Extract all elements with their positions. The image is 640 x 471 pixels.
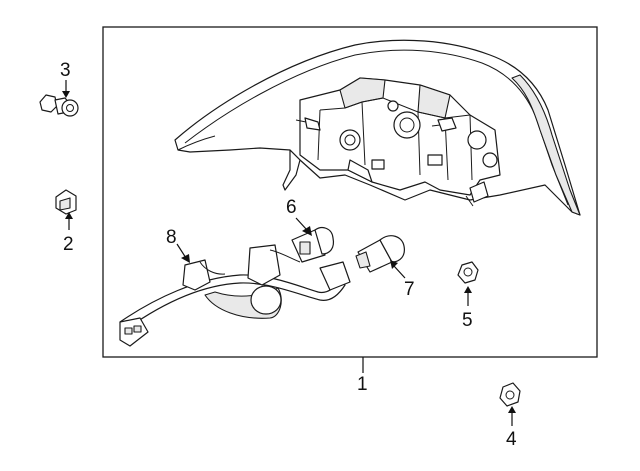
wiring-harness[interactable] [119,244,351,347]
callout-7: 7 [404,279,415,300]
callout-4: 4 [506,429,517,450]
callout-2: 2 [63,234,74,255]
pushpin-3[interactable] [39,94,79,117]
bulb-socket[interactable] [291,227,335,263]
clip-2[interactable] [55,189,77,215]
callout-5: 5 [462,310,473,331]
nut-4[interactable] [499,382,521,407]
callout-8: 8 [166,227,177,248]
bulb-socket-7[interactable] [355,235,405,273]
tail-lamp-housing[interactable] [174,39,581,216]
assembly-frame [102,26,598,358]
callout-1: 1 [357,374,368,395]
callout-6: 6 [286,197,297,218]
leader-lines [62,80,516,426]
nut-5[interactable] [457,261,479,284]
callout-3: 3 [60,60,71,81]
